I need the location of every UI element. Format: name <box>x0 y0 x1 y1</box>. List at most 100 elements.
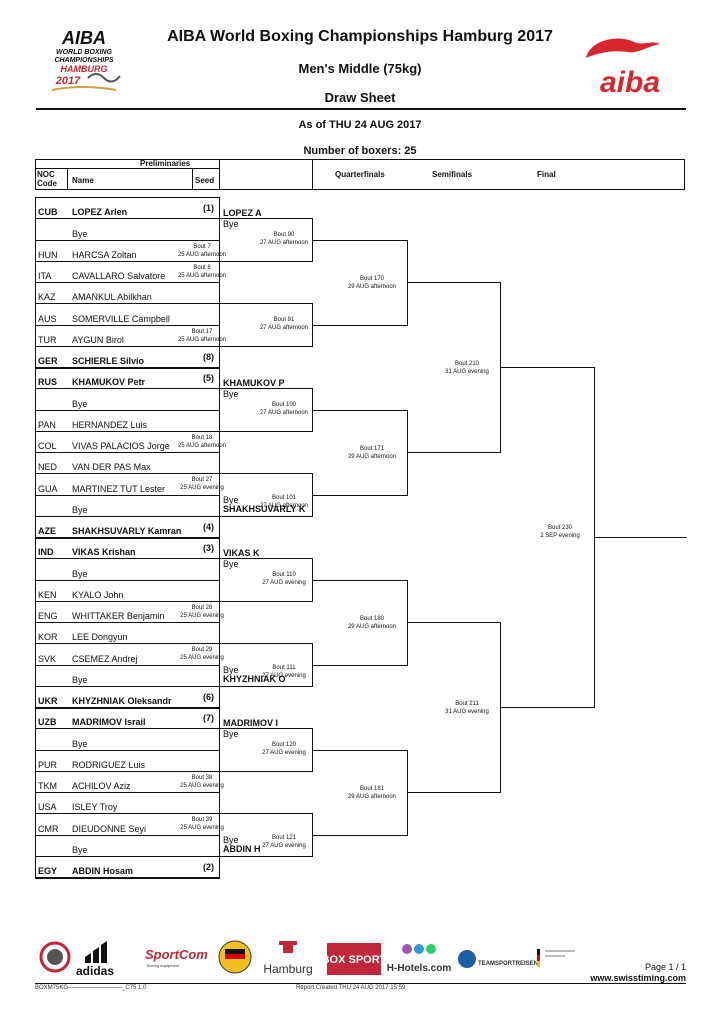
entry-name: Bye <box>72 229 88 239</box>
entry-name: VAN DER PAS Max <box>72 462 151 472</box>
r2-line-top <box>219 218 313 219</box>
entry-noc: HUN <box>38 250 58 260</box>
entry-noc: TUR <box>38 335 57 345</box>
entry-noc: UZB <box>38 717 57 727</box>
report-created: Report Created THU 24 AUG 2017 15:59 <box>296 985 406 991</box>
entry-name: KHYZHNIAK Oleksandr <box>72 696 172 706</box>
entry-noc: EGY <box>38 866 58 876</box>
r2-winner: MADRIMOV I <box>223 718 278 728</box>
footer-rule <box>35 983 686 984</box>
entry-line <box>35 388 220 389</box>
qf-bout-date: 29 AUG afternoon <box>347 454 397 460</box>
col-divider-noc <box>67 168 68 190</box>
r2-bout-date: 27 AUG evening <box>262 843 306 849</box>
qf-connector <box>407 750 408 836</box>
entry-line <box>35 686 220 687</box>
entry-name: AMANKUL Abilkhan <box>72 292 152 302</box>
entry-line <box>35 431 220 432</box>
r2-line-top <box>219 728 313 729</box>
entry-name: RODRIGUEZ Luis <box>72 760 146 770</box>
r2-bye: Bye <box>223 219 239 229</box>
prelim-bout-date: 25 AUG evening <box>180 485 224 491</box>
entry-name: LEE Dongyun <box>72 632 128 642</box>
r2-line-top <box>219 813 313 814</box>
event-logo: AIBA WORLD BOXING CHAMPIONSHIPS HAMBURG … <box>38 28 130 98</box>
teamsportreisen-logo: TEAMSPORTREISEN <box>458 950 538 968</box>
entry-name: DIEUDONNE Seyi <box>72 824 147 834</box>
r2-bout-number: Bout 111 <box>272 665 296 671</box>
header-rule <box>36 108 686 110</box>
prelim-bout-date: 25 AUG evening <box>180 613 224 619</box>
weight-class: Men's Middle (75kg) <box>298 61 422 76</box>
r2-winner: LOPEZ A <box>223 208 262 218</box>
entry-line <box>35 856 220 857</box>
entry-name: CAVALLARO Salvatore <box>72 271 166 281</box>
prelim-bout-date: 25 AUG afternoon <box>177 252 227 258</box>
shield-logo <box>39 941 71 973</box>
r2-bye: Bye <box>223 559 239 569</box>
pair-line <box>35 495 220 496</box>
sf-bout-number: Bout 210 <box>454 361 480 367</box>
sheet-type: Draw Sheet <box>324 90 396 105</box>
block-separator-thick <box>35 538 220 539</box>
entry-line <box>35 813 220 814</box>
r2-line-bottom <box>219 346 313 347</box>
block-separator <box>35 877 220 878</box>
pair-line <box>35 792 220 793</box>
pair-line <box>35 282 220 283</box>
entry-noc: NED <box>38 462 58 472</box>
entry-noc: COL <box>38 441 57 451</box>
prelim-bout-number: Bout 17 <box>191 329 213 335</box>
sf-line-top <box>407 622 501 623</box>
entry-noc: UKR <box>38 696 58 706</box>
entry-name: HERNANDEZ Luis <box>72 420 148 430</box>
entry-line <box>35 601 220 602</box>
svg-text:CHAMPIONSHIPS: CHAMPIONSHIPS <box>54 57 113 64</box>
entry-noc: GUA <box>38 484 58 494</box>
entry-noc: GER <box>38 356 58 366</box>
qf-bout-date: 29 AUG afternoon <box>347 794 397 800</box>
pair-line <box>35 240 220 241</box>
entry-name: MADRIMOV Israil <box>72 717 146 727</box>
svg-text:AIBA: AIBA <box>61 28 106 48</box>
entry-name: KHAMUKOV Petr <box>72 377 146 387</box>
r2-bout-number: Bout 91 <box>273 317 295 323</box>
header-semifinals: Semifinals <box>432 170 473 179</box>
r2-bout-number: Bout 90 <box>273 232 295 238</box>
table-header <box>35 159 685 190</box>
qf-bout-number: Bout 181 <box>359 786 385 792</box>
entry-seed: (2) <box>203 862 214 872</box>
qf-bout-number: Bout 171 <box>359 446 385 452</box>
prelim-divider <box>35 168 219 169</box>
entry-line <box>35 473 220 474</box>
sf-line-bottom <box>407 792 501 793</box>
champion-line <box>594 537 687 538</box>
entry-name: SOMERVILLE Campbell <box>72 314 170 324</box>
r2-bout-date: 27 AUG evening <box>262 580 306 586</box>
pair-line <box>35 580 220 581</box>
pair-line <box>35 665 220 666</box>
entry-noc: CUB <box>38 207 58 217</box>
r2-line-top <box>219 643 313 644</box>
entry-name: HARCSA Zoltan <box>72 250 137 260</box>
r2-line-top <box>219 303 313 304</box>
final-line-bottom <box>500 707 595 708</box>
r2-winner: ABDIN H <box>223 844 261 854</box>
entry-name: VIKAS Krishan <box>72 547 136 557</box>
entry-name: ACHILOV Aziz <box>72 781 131 791</box>
prelim-bout-number: Bout 27 <box>191 477 213 483</box>
sponsor-hamburg: Hamburg <box>263 962 312 976</box>
col-divider-r2 <box>312 159 313 190</box>
r2-winner: SHAKHSUVARLY K <box>223 504 306 514</box>
entry-name: Bye <box>72 505 88 515</box>
r2-line-top <box>219 388 313 389</box>
entry-seed: (4) <box>203 522 214 532</box>
r2-bout-number: Bout 110 <box>272 572 296 578</box>
entry-name: KYALO John <box>72 590 124 600</box>
qf-bout-date: 29 AUG afternoon <box>347 624 397 630</box>
r2-line-bottom <box>219 601 313 602</box>
r2-bout-date: 27 AUG afternoon <box>259 325 309 331</box>
qf-connector <box>407 580 408 666</box>
qf-connector <box>407 240 408 326</box>
r2-line-top <box>219 558 313 559</box>
